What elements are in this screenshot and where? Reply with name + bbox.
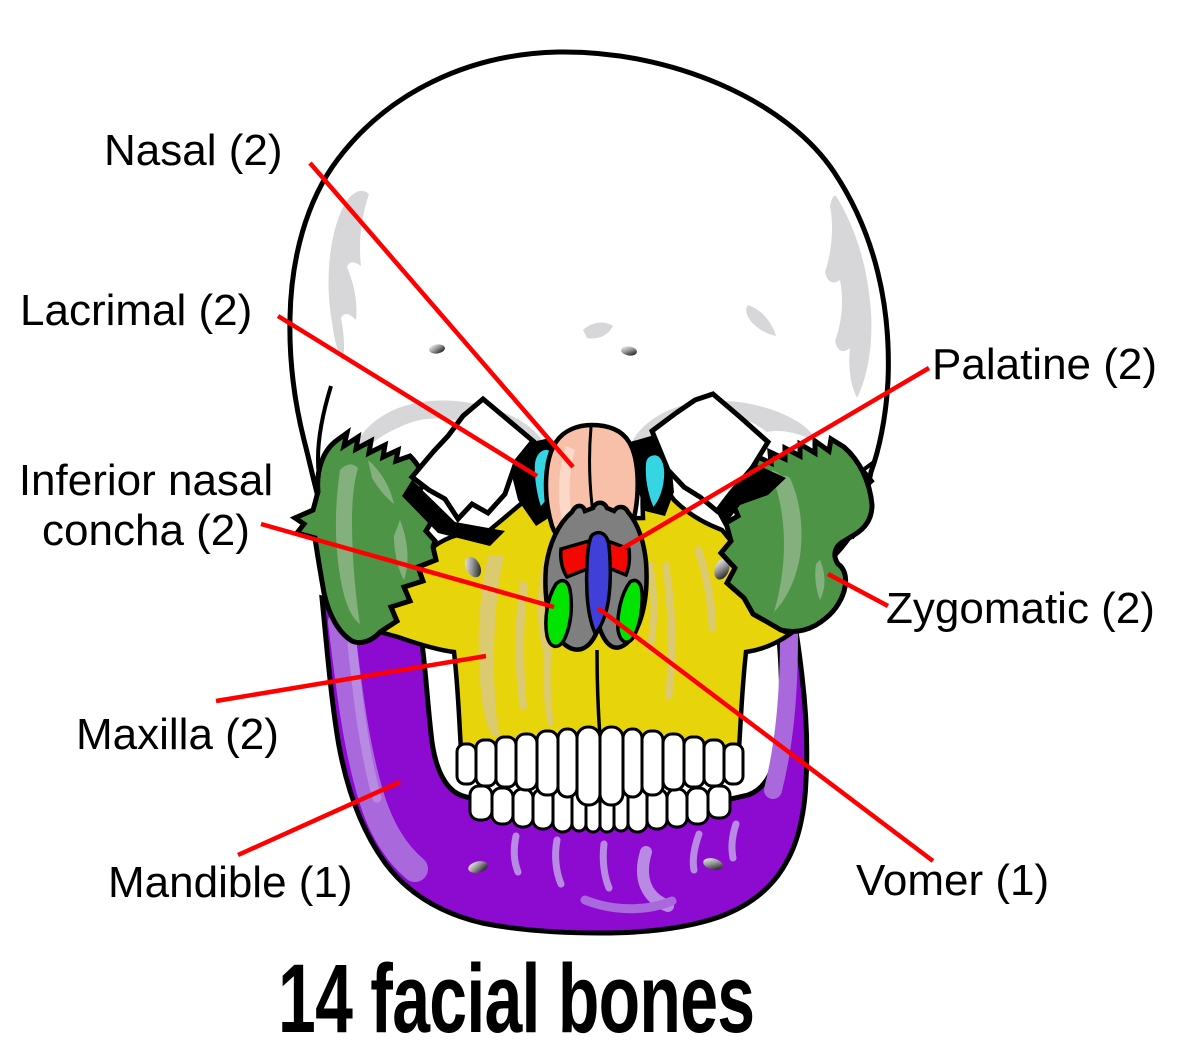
label-zygomatic: Zygomatic (2) — [886, 584, 1155, 633]
label-lacrimal: Lacrimal (2) — [20, 286, 253, 335]
mandible-bone — [319, 594, 810, 936]
label-palatine: Palatine (2) — [932, 340, 1158, 389]
orbit-right-shadow — [717, 464, 786, 526]
label-maxilla: Maxilla (2) — [76, 710, 279, 759]
label-inferior-nasal-concha: Inferior nasal concha (2) — [18, 456, 274, 555]
leader-palatine — [616, 366, 931, 553]
label-mandible: Mandible (1) — [108, 858, 353, 907]
leader-vomer — [596, 606, 935, 863]
orbit-left-shadow — [402, 480, 505, 546]
vomer-bone — [584, 530, 613, 636]
orbit-left — [408, 395, 537, 524]
maxilla-highlights — [478, 545, 716, 736]
lacrimal-right — [642, 451, 668, 513]
mental-foramina — [468, 858, 723, 873]
diagram-title: 14 facial bones — [278, 944, 755, 1053]
label-vomer: Vomer (1) — [856, 856, 1050, 905]
teeth-upper — [455, 725, 745, 807]
concha-left — [544, 578, 574, 649]
leader-lacrimal — [276, 314, 539, 478]
supraorbital-foramina — [429, 344, 637, 356]
leader-zygomatic — [826, 572, 890, 608]
leader-nasal — [308, 161, 575, 469]
leader-maxilla — [215, 653, 487, 704]
intermaxillary-suture — [595, 649, 602, 738]
infraorbital-foramina — [464, 556, 730, 580]
leader-mandible — [237, 779, 401, 858]
leader-lines — [215, 161, 935, 863]
leader-concha — [260, 521, 555, 610]
eye-orbits — [402, 391, 786, 546]
label-nasal: Nasal (2) — [104, 126, 283, 175]
mandible-highlights — [328, 609, 798, 914]
